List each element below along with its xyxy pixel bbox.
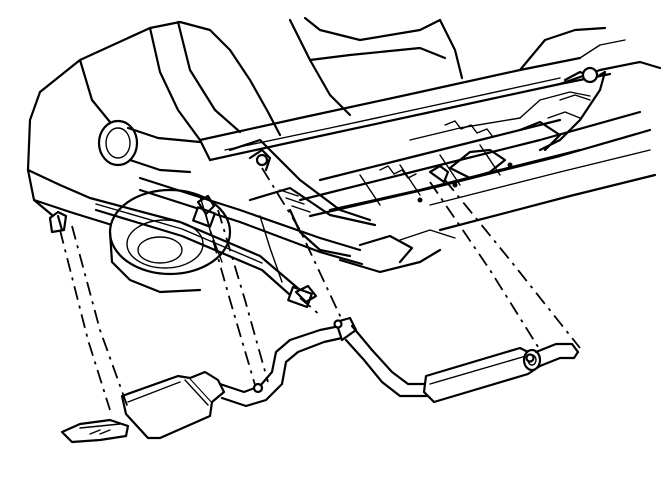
tailpipe-icon — [60, 418, 130, 444]
rear-axle-icon — [138, 138, 377, 283]
fuel-filler-icon — [97, 119, 202, 174]
floor-tunnel-icon — [279, 91, 591, 274]
front-suspension-icon — [518, 66, 607, 152]
hanger-icon — [48, 148, 535, 394]
intermediate-pipe-icon — [218, 316, 430, 408]
leaf-spring-icon — [88, 196, 313, 309]
vehicle-body-outline — [26, 16, 662, 232]
rear-muffler-icon — [120, 370, 226, 440]
resonator-icon — [422, 342, 580, 404]
assembly-leader-lines — [59, 167, 581, 411]
